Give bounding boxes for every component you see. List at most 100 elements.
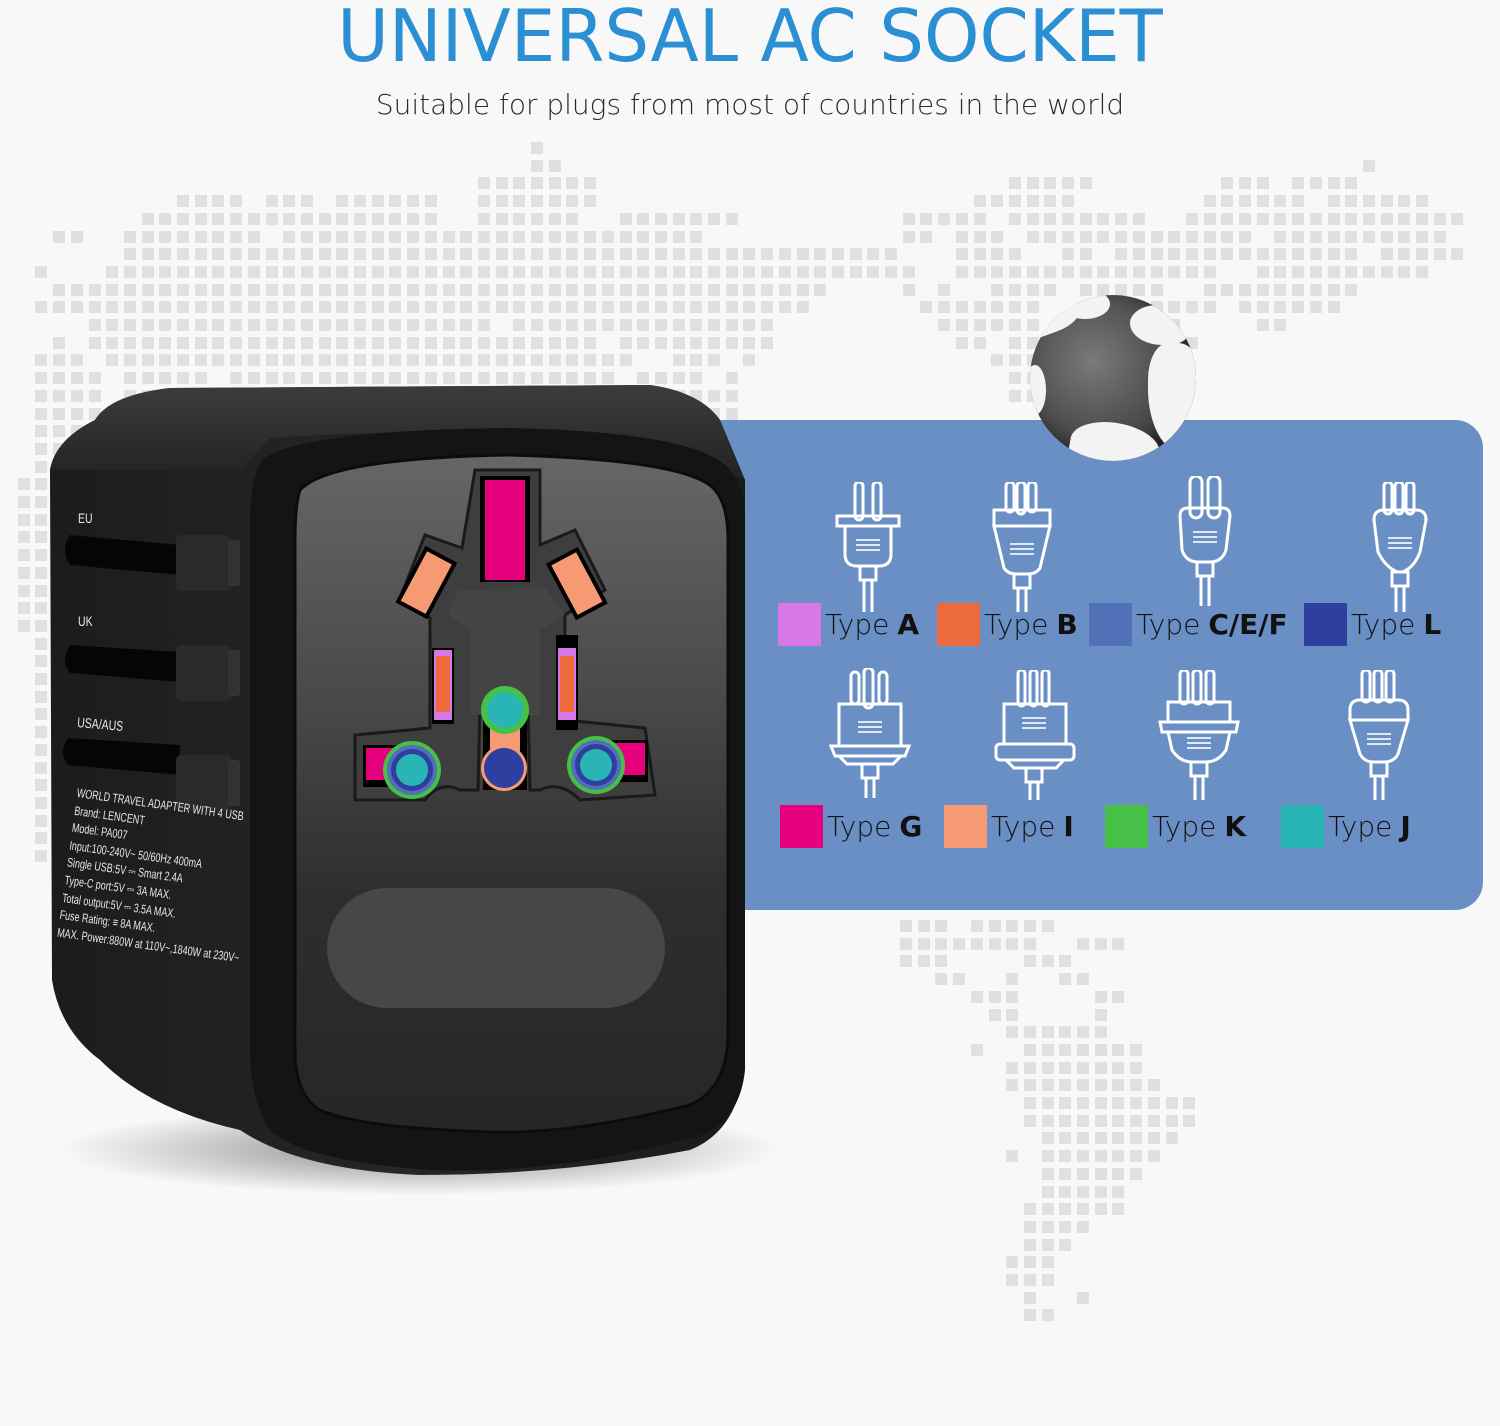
- map-dot: [1309, 283, 1322, 296]
- usa-aus-slider[interactable]: [63, 738, 240, 811]
- map-dot: [53, 230, 66, 243]
- map-dot: [970, 1043, 983, 1056]
- map-dot: [1026, 283, 1039, 296]
- map-dot: [70, 407, 83, 420]
- map-dot: [1041, 1309, 1054, 1322]
- map-dot: [1023, 1097, 1036, 1109]
- map-dot: [1433, 212, 1446, 225]
- map-dot: [88, 283, 101, 296]
- map-dot: [336, 265, 349, 278]
- map-dot: [407, 265, 420, 278]
- map-dot: [159, 283, 172, 296]
- map-dot: [778, 301, 791, 314]
- map-dot: [1345, 177, 1358, 190]
- map-dot: [1041, 1185, 1054, 1198]
- map-dot: [935, 920, 948, 932]
- map-dot: [460, 354, 473, 367]
- map-dot: [17, 549, 30, 562]
- map-dot: [265, 265, 278, 278]
- map-dot: [1097, 265, 1110, 278]
- map-dot: [938, 301, 951, 314]
- map-dot: [1183, 1114, 1196, 1127]
- map-dot: [336, 248, 349, 261]
- map-dot: [513, 230, 526, 243]
- map-dot: [1094, 990, 1107, 1003]
- map-dot: [1221, 177, 1234, 190]
- map-dot: [194, 212, 207, 225]
- map-dot: [885, 265, 897, 278]
- color-swatch: [778, 603, 821, 646]
- map-dot: [690, 319, 703, 331]
- map-dot: [70, 230, 83, 243]
- map-dot: [1079, 283, 1092, 296]
- map-dot: [477, 283, 490, 296]
- map-dot: [230, 230, 243, 243]
- map-dot: [1094, 1026, 1107, 1039]
- map-dot: [654, 248, 667, 261]
- map-dot: [902, 265, 915, 278]
- map-dot: [1398, 248, 1411, 261]
- map-dot: [1132, 283, 1145, 296]
- map-dot: [1006, 1008, 1019, 1021]
- plug-type-prefix: Type: [1136, 608, 1201, 641]
- map-dot: [1221, 195, 1234, 208]
- map-dot: [442, 230, 455, 243]
- map-dot: [17, 584, 30, 597]
- eu-slider[interactable]: [65, 535, 240, 591]
- color-swatch: [1089, 603, 1132, 646]
- map-dot: [1079, 177, 1092, 190]
- socket-left-vertical-slot: [432, 648, 454, 724]
- map-dot: [1077, 973, 1089, 986]
- map-dot: [601, 265, 614, 278]
- map-dot: [1026, 265, 1039, 278]
- map-dot: [637, 248, 650, 261]
- map-dot: [194, 265, 207, 278]
- map-dot: [318, 336, 331, 349]
- map-dot: [1327, 177, 1340, 190]
- map-dot: [1079, 265, 1092, 278]
- map-dot: [725, 265, 738, 278]
- map-dot: [141, 230, 154, 243]
- map-dot: [566, 319, 579, 331]
- map-dot: [1094, 1132, 1107, 1145]
- map-dot: [1150, 248, 1163, 261]
- map-dot: [424, 336, 437, 349]
- map-dot: [177, 354, 189, 367]
- map-dot: [584, 372, 597, 385]
- map-dot: [318, 212, 331, 225]
- map-dot: [988, 990, 1001, 1003]
- map-dot: [566, 372, 579, 385]
- map-dot: [761, 265, 774, 278]
- plug-types-panel: [600, 420, 1483, 910]
- map-dot: [973, 195, 986, 208]
- map-dot: [389, 265, 402, 278]
- map-dot: [672, 230, 685, 243]
- map-dot: [1077, 1132, 1089, 1145]
- map-dot: [531, 248, 543, 261]
- map-dot: [88, 389, 101, 402]
- map-dot: [849, 248, 862, 261]
- map-dot: [35, 655, 48, 668]
- map-dot: [1292, 212, 1305, 225]
- plug-type-code: C/E/F: [1208, 608, 1288, 641]
- map-dot: [389, 336, 402, 349]
- map-dot: [247, 301, 260, 314]
- map-dot: [35, 779, 48, 792]
- map-dot: [1130, 1079, 1143, 1092]
- map-dot: [531, 195, 543, 208]
- map-dot: [1130, 1114, 1143, 1127]
- map-dot: [513, 265, 526, 278]
- map-dot: [35, 460, 48, 473]
- map-dot: [584, 230, 597, 243]
- map-dot: [1006, 1256, 1019, 1269]
- map-dot: [141, 283, 154, 296]
- map-dot: [654, 230, 667, 243]
- map-dot: [1147, 1114, 1160, 1127]
- uk-slider[interactable]: [65, 645, 240, 701]
- map-dot: [17, 513, 30, 526]
- map-dot: [35, 566, 48, 579]
- map-dot: [690, 372, 703, 385]
- map-dot: [354, 230, 366, 243]
- map-dot: [212, 230, 225, 243]
